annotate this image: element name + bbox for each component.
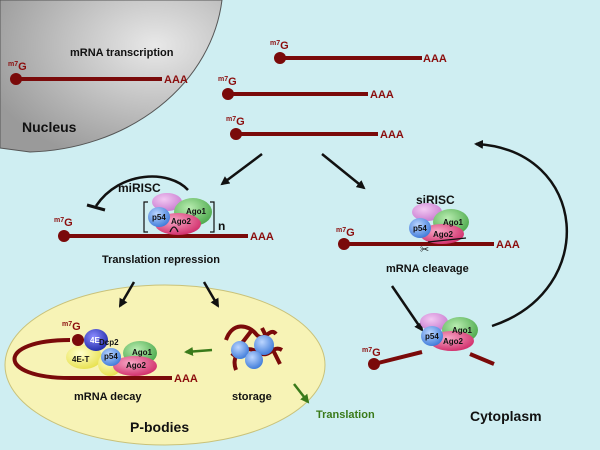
ago1-label: Ago1 [186,207,207,216]
cap-label: m7G [362,347,381,359]
nucleus-region: Nucleus mRNA transcription m7G AAA [0,0,223,153]
multiplier-label: n [218,219,225,233]
cap-label: m7G [270,40,289,52]
p54-label: p54 [104,352,118,361]
arrow-to-mirisc [220,153,263,186]
4et-protein [66,345,102,369]
4et-label: 4E-T [72,355,89,364]
cleaved-mrna-group: m7G p54 Ago1 Ago2 [362,313,495,370]
protein-blob [412,203,442,221]
recycle-arrow [474,139,568,328]
ago1-label: Ago1 [443,218,464,227]
arrow-to-decay [118,281,136,308]
polya-label: AAA [496,239,520,251]
p54-protein [409,218,431,238]
looped-mrna [12,338,172,380]
mirna-loop [169,226,179,233]
sirna-strand [427,237,467,243]
ago2-label: Ago2 [126,361,147,370]
storage-caption: storage [232,391,272,403]
cytoplasm-mrna-1: m7G AAA [270,40,447,65]
4e-protein [84,329,108,351]
protein-blob [152,193,182,211]
protein-blob [420,313,448,331]
cap-label: m7G [62,321,81,333]
ago1-label: Ago1 [132,348,153,357]
sirisc-group: siRISC m7G AAA p54 Ago1 Ago2 ✂ mRNA clea… [336,193,520,275]
ago2-label: Ago2 [433,230,454,239]
nucleus-label: Nucleus [22,119,77,135]
ago2-label: Ago2 [171,217,192,226]
polya-label: AAA [174,373,198,385]
arrow-to-storage [202,281,220,308]
pbodies-label: P-bodies [130,419,189,435]
bracket-right [210,201,215,233]
mrna-decay-caption: mRNA decay [74,391,142,403]
polya-label: AAA [380,129,404,141]
p54-protein [148,207,170,227]
cytoplasm-mrna-3: m7G AAA [226,116,404,141]
arrow-storage-to-decay [184,346,213,356]
cap-label: m7G [54,217,73,229]
4e-label: 4E [90,336,100,345]
cytoplasm-label: Cytoplasm [470,408,542,424]
repression-arc [94,175,189,207]
translation-repression-caption: Translation repression [102,254,220,266]
cap-label: m7G [226,116,245,128]
arrow-to-cleaved [390,285,424,332]
transcription-label: mRNA transcription [70,47,174,59]
p54-label: p54 [425,332,439,341]
p54-label: p54 [152,213,166,222]
p54-protein [421,326,443,346]
storage-aggregate [224,324,284,371]
bracket-left [143,201,148,233]
scissors-icon: ✂ [420,243,429,256]
mirisc-label: miRISC [118,181,161,195]
dcp2-label: Dcp2 [99,338,119,347]
nucleus-mrna: m7G AAA [8,61,188,86]
ago1-label: Ago1 [452,326,473,335]
cytoplasm-mrna-2: m7G AAA [218,76,394,101]
mrna-cleavage-caption: mRNA cleavage [386,263,469,275]
polya-label: AAA [370,89,394,101]
cap-label: m7G [8,61,27,73]
ago2-label: Ago2 [443,337,464,346]
p54-label: p54 [413,224,427,233]
p54-protein [101,348,121,366]
arrow-to-sirisc [321,153,366,190]
polya-label: AAA [423,53,447,65]
inhibition-bar [86,203,106,212]
mirisc-group: miRISC m7G AAA n p54 Ago1 Ago2 Translati… [54,175,274,266]
pbodies-region: P-bodies AAA m7G 4E-T 4E Dcp2 p54 Ago1 A… [4,284,326,446]
cap-label: m7G [336,227,355,239]
arrow-to-translation [293,383,310,404]
polya-label: AAA [250,231,274,243]
translation-label: Translation [316,409,375,421]
ago2-protein [113,356,157,376]
polya-label: AAA [164,74,188,86]
cap-label: m7G [218,76,237,88]
